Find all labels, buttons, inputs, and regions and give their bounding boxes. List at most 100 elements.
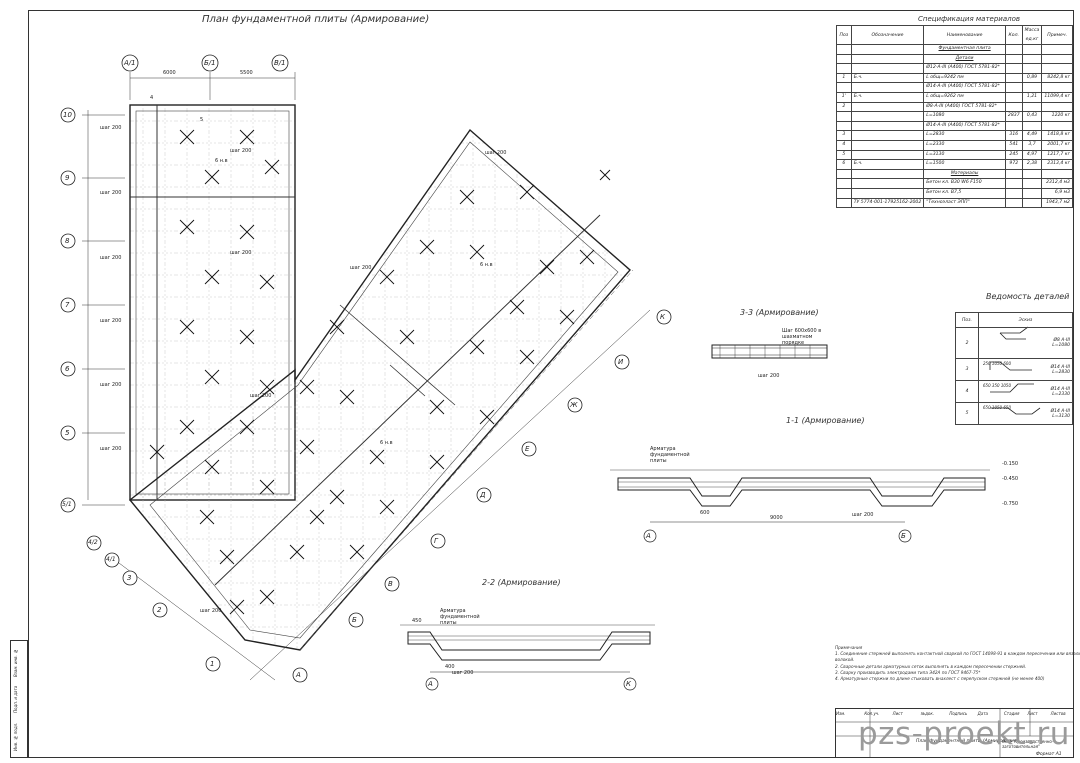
spec-cell [836, 187, 852, 199]
spec-cell: ТУ 5774-001-17925162-2002 [850, 197, 925, 209]
spec-cell: 3 [836, 130, 852, 141]
spec-cell [836, 63, 852, 74]
axis-left-7: 7 [65, 301, 70, 309]
spec-cell [836, 53, 852, 65]
spec-cell [1004, 63, 1023, 74]
spec-cell: 2312,4 м3 [1041, 178, 1073, 189]
details-len: L=3130 [1052, 413, 1070, 419]
spec-cell: Детали [923, 53, 1006, 65]
spec-col-name: Наименование [923, 25, 1006, 45]
axis-left-9: 9 [65, 174, 70, 182]
spec-cell [1021, 53, 1043, 65]
spec-cell [1021, 82, 1043, 93]
spec-cell [850, 149, 925, 161]
details-header-row: Поз. Эскиз [955, 312, 1073, 328]
spec-cell: 4,97 [1021, 149, 1043, 161]
spec-cell [850, 139, 925, 151]
spec-row: Бетон кл. В30 W6 F150 2312,4 м3 [836, 178, 1073, 189]
spec-cell [850, 178, 925, 189]
details-spec: Ø8 А-III [1053, 338, 1070, 343]
section-3-3-title: 3-3 (Армирование) [740, 308, 819, 317]
format-label: Формат А1 [1036, 752, 1062, 757]
sec1-step: шаг 200 [852, 512, 874, 518]
sec2-armatura: Арматура фундаментной плиты [440, 608, 480, 626]
spec-cell [1004, 101, 1023, 113]
details-dims: 650 350 1050 [983, 383, 1011, 388]
spec-cell [1041, 44, 1073, 55]
spec-cell: 6 [836, 159, 852, 170]
step-label-2: шаг 200 [100, 190, 122, 196]
step-label-1: шаг 200 [100, 125, 122, 131]
spec-cell: 0,43 [1021, 111, 1043, 122]
axis-bubbles-top [121, 54, 289, 72]
sec2-axis-a: А [428, 680, 433, 688]
axis-diag-b: Б [352, 616, 357, 624]
axis-bubbles-diagonal [292, 309, 672, 683]
spec-cell [1021, 101, 1043, 113]
step-label-5: шаг 200 [100, 382, 122, 388]
axis-left-8: 8 [65, 237, 70, 245]
spec-cell [850, 168, 925, 180]
spec-cell [1004, 72, 1023, 84]
spec-cell [850, 53, 925, 65]
spec-cell: 1943,7 м2 [1041, 197, 1073, 209]
note-item: волокой. [835, 657, 855, 663]
stamp-stage-col: Лист [1027, 711, 1038, 716]
org-name: ООО "Производственно-заготовительная" [1002, 739, 1054, 749]
spec-title: Спецификация материалов [918, 15, 1021, 23]
rebar-label-6-1: 6 н.в [215, 158, 228, 164]
dimension-lines [82, 72, 651, 681]
spec-cell [836, 44, 852, 55]
details-spec: Ø14 А-III [1050, 386, 1070, 392]
sec3-note: Шаг 600х600 в шахматном порядке [782, 328, 822, 346]
spec-cell: 2313,4 кг [1041, 159, 1073, 170]
spec-col-note: Примеч. [1041, 25, 1073, 45]
spec-cell [1004, 120, 1023, 132]
spec-cell: "Техноэласт ЭПП" [923, 197, 1006, 209]
spec-cell [850, 111, 925, 122]
stamp-col: Дата [977, 711, 988, 716]
dim-6000: 6000 [163, 70, 176, 76]
spec-cell [1021, 168, 1043, 180]
spec-cell [1041, 168, 1073, 180]
spec-row: Ø14-А-III (А400) ГОСТ 5781-82* [836, 82, 1073, 93]
side-stamp-item: Инв. № подл. [13, 722, 18, 751]
spec-cell: Ø12-А-III (А400) ГОСТ 5781-82* [923, 63, 1006, 74]
section-1-1-drawing [610, 469, 990, 543]
spec-cell [836, 111, 852, 122]
axis-bl-2: 2 [157, 606, 162, 614]
spec-cell: L общ=9242 пм [923, 72, 1006, 84]
sec2-step: шаг 200 [452, 670, 474, 676]
spec-cell: Б.ч. [850, 159, 925, 170]
spec-cell: Бетон кл. В30 W6 F150 [923, 178, 1006, 189]
axis-diag-k: К [660, 313, 665, 321]
spec-cell [836, 120, 852, 132]
spec-cell: 245 [1004, 149, 1023, 161]
step-label-12: шаг 200 [200, 608, 222, 614]
step-label-10: шаг 200 [350, 265, 372, 271]
sec1-elev-2: -0.450 [1002, 476, 1019, 482]
spec-col-mass: Масса ед.кг [1021, 25, 1043, 45]
spec-cell: 2,38 [1021, 159, 1043, 170]
spec-cell [1004, 91, 1023, 103]
spec-cell [1004, 82, 1023, 93]
spec-cell: 2 [836, 101, 852, 113]
spec-cell: 1,21 [1021, 91, 1043, 103]
spec-cell [850, 82, 925, 93]
spec-row: Фундаментная плита [836, 44, 1073, 55]
drawing-frame [28, 10, 1074, 758]
sheet-name: План фундаментной плиты (Армирование) [916, 739, 1019, 744]
spec-cell: 2001,7 кг [1041, 139, 1073, 151]
details-spec: Ø14 А-III [1050, 364, 1070, 370]
details-col-pos: Поз. [955, 312, 979, 328]
